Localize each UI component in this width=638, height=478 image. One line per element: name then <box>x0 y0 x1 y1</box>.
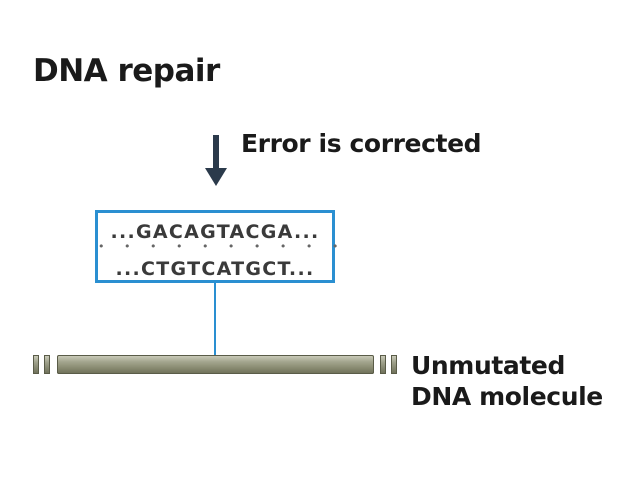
rod-right-stub-inner <box>380 355 386 374</box>
molecule-label-line2: DNA molecule <box>411 382 603 412</box>
rod-left-stub-inner <box>44 355 50 374</box>
down-arrow-icon <box>205 135 227 188</box>
arrow-shaft <box>213 135 219 171</box>
diagram-title: DNA repair <box>33 53 220 89</box>
rod-right-stub-outer <box>391 355 397 374</box>
bottom-strand-sequence: ...CTGTCATGCT... <box>115 258 315 280</box>
sequence-box: ...GACAGTACGA... • • • • • • • • • • ...… <box>95 210 347 283</box>
base-pairing-dots: • • • • • • • • • • <box>98 240 347 253</box>
top-strand-sequence: ...GACAGTACGA... <box>110 221 320 243</box>
connector-line <box>214 283 216 356</box>
arrow-head <box>205 168 227 186</box>
error-corrected-label: Error is corrected <box>241 129 482 158</box>
rod-left-stub-outer <box>33 355 39 374</box>
molecule-label: Unmutated DNA molecule <box>411 350 603 413</box>
dna-molecule-rod <box>57 355 374 374</box>
molecule-label-line1: Unmutated <box>411 351 565 380</box>
